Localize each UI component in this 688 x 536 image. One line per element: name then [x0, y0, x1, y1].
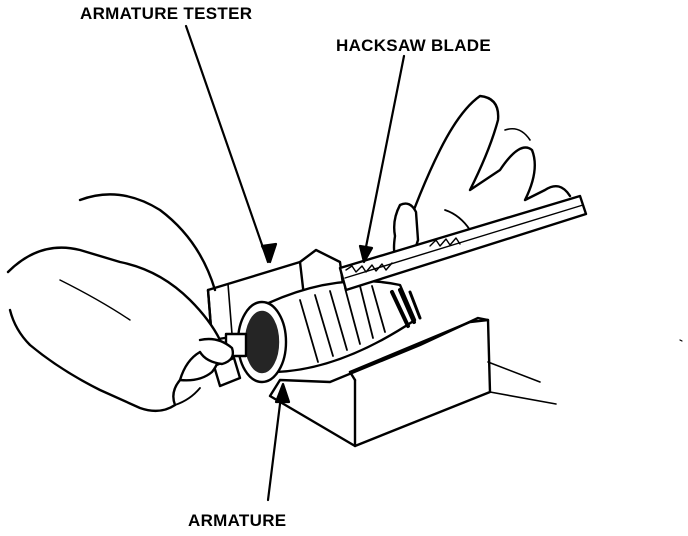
- label-hacksaw-blade: HACKSAW BLADE: [336, 36, 492, 55]
- leader-armature: [266, 386, 284, 502]
- left-hand: [6, 193, 235, 413]
- edge-mark: [679, 339, 683, 342]
- label-armature-tester: ARMATURE TESTER: [80, 4, 253, 23]
- leader-lines: [184, 24, 406, 502]
- label-armature: ARMATURE: [188, 511, 287, 530]
- hacksaw-blade: [338, 194, 588, 292]
- leader-hacksaw-blade: [363, 54, 406, 254]
- leader-armature-tester: [184, 24, 270, 264]
- armature: [212, 279, 422, 388]
- v-block: [268, 316, 557, 448]
